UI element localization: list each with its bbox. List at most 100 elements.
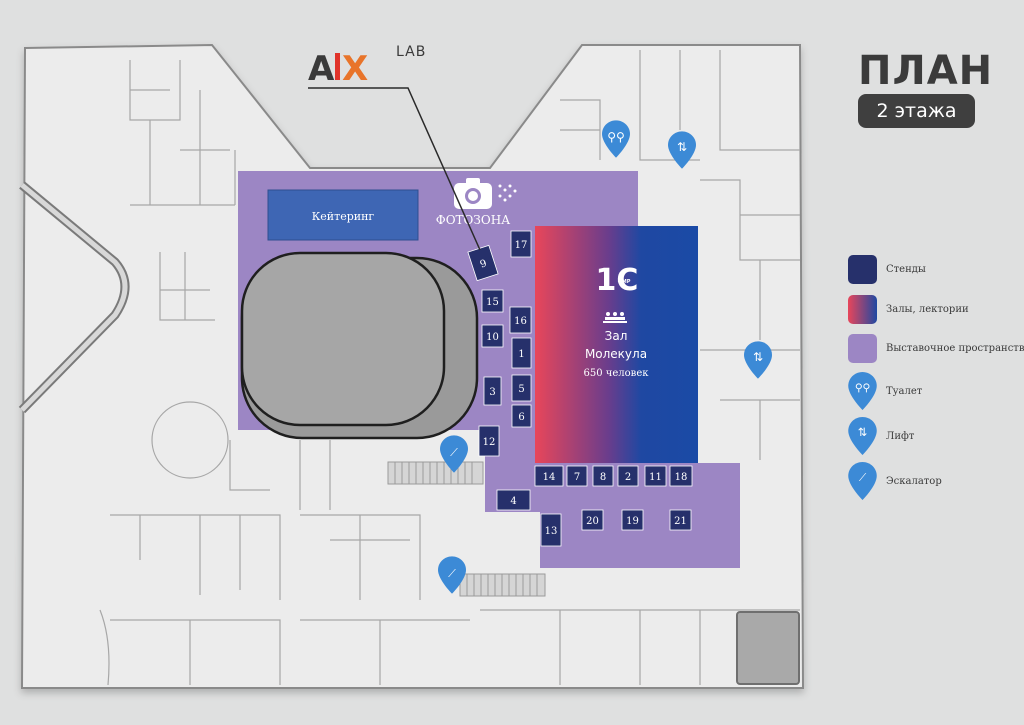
stand-19: 19: [621, 509, 644, 531]
stand-box: [581, 509, 604, 531]
stand-number: 21: [674, 516, 687, 527]
elevator-pin-right: ⇅: [744, 341, 772, 379]
audience-icon: [603, 312, 627, 323]
stand-number: 19: [626, 516, 639, 527]
svg-text:⚲⚲: ⚲⚲: [855, 382, 870, 394]
camera-icon: [454, 178, 517, 209]
stand-number: 4: [510, 496, 516, 507]
stand-box: [534, 465, 564, 487]
stand-5: 5: [511, 374, 532, 402]
stand-2: 2: [617, 465, 639, 487]
stand-7: 7: [566, 465, 588, 487]
stand-4: 4: [496, 489, 531, 511]
escalator-pin-1: ⟋: [440, 435, 468, 473]
svg-text:GMP: GMP: [618, 279, 631, 285]
room-walls: [99, 50, 800, 686]
svg-text:⚲⚲: ⚲⚲: [607, 130, 625, 144]
stand-box: [566, 465, 588, 487]
stand-number: 15: [486, 297, 499, 308]
stands-swatch: [848, 255, 877, 284]
stand-box: [540, 513, 562, 547]
stand-box: [621, 509, 644, 531]
stand-number: 12: [483, 437, 496, 448]
svg-text:⟋: ⟋: [859, 472, 866, 484]
stand-8: 8: [592, 465, 614, 487]
stand-box: [509, 306, 532, 334]
stand-box: [669, 465, 693, 487]
stand-box: [511, 374, 532, 402]
stand-number: 10: [486, 332, 499, 343]
page-title: ПЛАН: [858, 48, 994, 94]
svg-text:⟋: ⟋: [450, 446, 458, 459]
stand-20: 20: [581, 509, 604, 531]
svg-text:⇅: ⇅: [858, 425, 868, 439]
stand-box: [483, 376, 502, 406]
svg-text:⇅: ⇅: [753, 350, 763, 364]
svg-text:⟋: ⟋: [448, 567, 456, 580]
stand-number: 8: [600, 472, 606, 483]
stand-13: 13: [540, 513, 562, 547]
legend-label: Лифт: [886, 430, 915, 442]
svg-text:A: A: [308, 49, 335, 89]
stand-box: [510, 230, 532, 258]
svg-text:1С: 1С: [596, 263, 639, 298]
stand-16: 16: [509, 306, 532, 334]
stand-number: 13: [545, 526, 558, 537]
stand-number: 2: [625, 472, 631, 483]
stand-17: 17: [510, 230, 532, 258]
photozone-label: ФОТОЗОНА: [436, 213, 511, 227]
hall-name-line1: Зал: [605, 329, 628, 343]
floor-badge: 2 этажа: [858, 94, 975, 128]
legend-label: Туалет: [886, 385, 923, 397]
hall-capacity: 650 человек: [584, 368, 650, 379]
stand-number: 16: [514, 316, 527, 327]
stand-9: 9: [467, 244, 499, 282]
stand-number: 9: [479, 258, 488, 270]
escalator-pin-2: ⟋: [438, 556, 466, 594]
elevator-icon: ⇅: [848, 417, 877, 455]
stand-number: 1: [518, 349, 524, 360]
stand-12: 12: [478, 425, 500, 457]
stand-1: 1: [511, 337, 532, 369]
arena: [240, 251, 479, 440]
restroom-icon: ⚲⚲: [848, 372, 877, 410]
stand-box: [669, 509, 692, 531]
legend-label: Стенды: [886, 264, 926, 275]
stand-6: 6: [511, 404, 532, 428]
stand-number: 11: [649, 472, 662, 483]
logo-text: LAB: [396, 44, 426, 60]
catering-area: [267, 189, 419, 241]
stand-box: [481, 324, 504, 348]
stand-box: [481, 289, 504, 313]
hall-badge-icon: 1С GMP: [596, 263, 639, 298]
stand-box: [592, 465, 614, 487]
stand-box: [496, 489, 531, 511]
stand-number: 17: [515, 240, 528, 251]
legend-label: Выставочное пространство: [886, 343, 1024, 354]
stand-number: 20: [586, 516, 599, 527]
stand-15: 15: [481, 289, 504, 313]
svg-text:⇅: ⇅: [677, 140, 687, 154]
stand-box: [511, 404, 532, 428]
stand-10: 10: [481, 324, 504, 348]
stand-number: 6: [518, 412, 524, 423]
stand-box: [644, 465, 667, 487]
legend-item-escalator: ⟋ Эскалатор: [848, 462, 942, 500]
stand-box: [467, 244, 499, 282]
stand-21: 21: [669, 509, 692, 531]
legend-item-halls: Залы, лектории: [848, 295, 969, 324]
svg-text:X: X: [342, 49, 368, 89]
service-block: [736, 611, 800, 685]
halls-swatch: [848, 295, 877, 324]
legend-item-stands: Стенды: [848, 255, 926, 284]
stand-14: 14: [534, 465, 564, 487]
stand-number: 3: [489, 387, 495, 398]
legend-item-exhibition: Выставочное пространство: [848, 334, 1024, 363]
catering-label: Кейтеринг: [312, 210, 375, 223]
hall-molecule: [535, 226, 698, 463]
restroom-pin: ⚲⚲: [602, 120, 630, 158]
logo-pointer-line: [308, 87, 481, 251]
legend-label: Эскалатор: [886, 475, 942, 487]
